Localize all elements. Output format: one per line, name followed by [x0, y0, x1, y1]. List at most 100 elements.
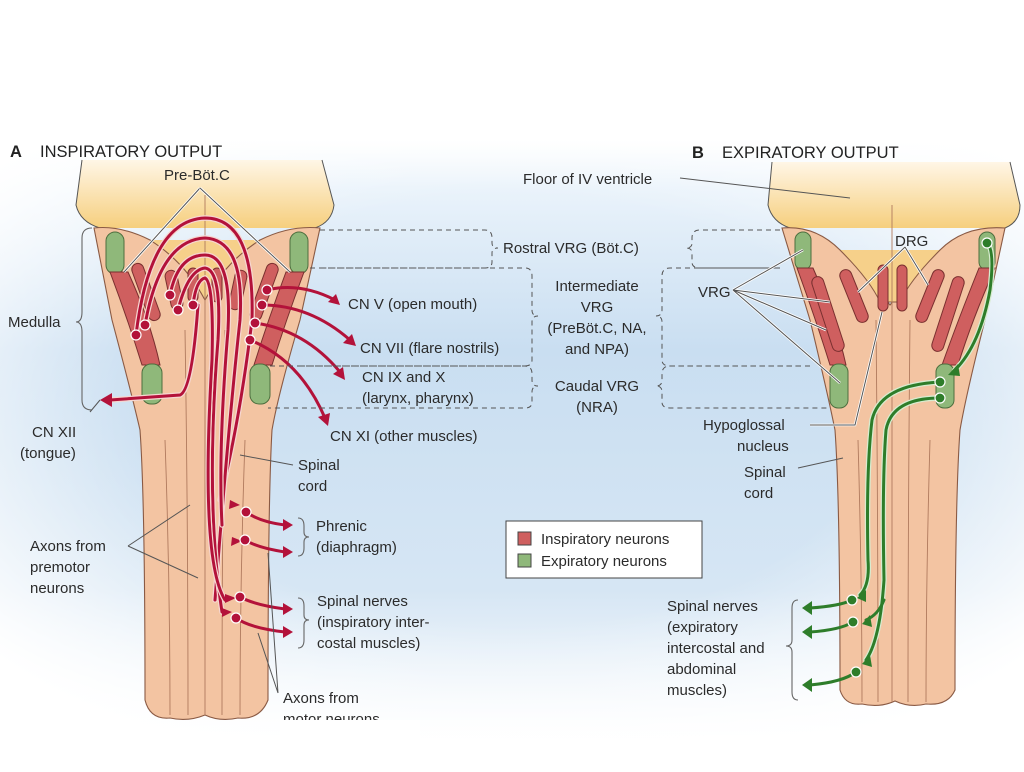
- spinal-cord-b-line1: Spinal: [744, 464, 786, 481]
- vrg-nucleus: [811, 276, 845, 352]
- intermediate-vrg-bracket-right: [655, 267, 800, 367]
- cn-ix-x-label-line2: (larynx, pharynx): [362, 390, 474, 407]
- floor-iv-leader: [679, 177, 851, 199]
- medulla-label: Medulla: [8, 314, 61, 331]
- pre-botc-label: Pre-Böt.C: [164, 167, 230, 184]
- ventricle-edge-right: [1004, 161, 1021, 229]
- drg-label: DRG: [895, 233, 928, 250]
- expiratory-neuron: [934, 376, 946, 388]
- synapse-terminal: [229, 500, 240, 509]
- spinal-cord-a-line2: cord: [298, 478, 327, 495]
- intercostal-motor-neuron: [230, 612, 242, 624]
- panel-a-title: INSPIRATORY OUTPUT: [40, 143, 222, 161]
- premotor-axon: [176, 266, 224, 614]
- ventricle-edge-right: [314, 159, 335, 229]
- premotor-neuron: [164, 289, 176, 301]
- cn-xi-terminal: [318, 413, 330, 426]
- intermediate-vrg-bracket-left: [298, 267, 539, 367]
- expiratory-column-rostral-right: [289, 231, 309, 275]
- spinal-cord-b-line2: cord: [744, 485, 773, 502]
- premotor-axon: [134, 216, 254, 502]
- spinal-nerves-brace-a: [297, 597, 310, 649]
- axons-premotor-line3: neurons: [30, 580, 84, 597]
- expiratory-column-caudal-left: [829, 363, 849, 409]
- legend-box: [505, 520, 703, 579]
- vrg-nucleus: [931, 276, 965, 352]
- rostral-vrg-label: Rostral VRG (Böt.C): [503, 240, 639, 257]
- caudal-vrg-line2: (NRA): [576, 399, 618, 416]
- cranial-nerve-axons: [244, 284, 356, 426]
- phrenic-terminal: [283, 546, 293, 558]
- axons-premotor-line1: Axons from: [30, 538, 106, 555]
- synapse-terminal: [857, 590, 866, 602]
- spinal-nerves-b-line3: intercostal and: [667, 640, 765, 657]
- phrenic-motor-neuron: [239, 534, 251, 546]
- premotor-neuron: [130, 329, 142, 341]
- spinal-motor-axons: [222, 500, 293, 638]
- phrenic-label-line2: (diaphragm): [316, 539, 397, 556]
- medulla-brace: [75, 227, 93, 411]
- cord-line: [239, 439, 246, 716]
- spinal-cord-a-line1: Spinal: [298, 457, 340, 474]
- panel-b-title: EXPIRATORY OUTPUT: [722, 144, 899, 162]
- crop-mask: [280, 720, 420, 740]
- cn-v-label: CN V (open mouth): [348, 296, 477, 313]
- intermediate-vrg-line4: and NPA): [565, 341, 629, 358]
- floor-iv-ventricle-label: Floor of IV ventricle: [523, 171, 652, 188]
- expiratory-premotor-axon: [864, 396, 942, 662]
- synapse-terminal: [862, 615, 872, 627]
- vrg-leaders: [732, 249, 841, 384]
- premotor-neuron: [139, 319, 151, 331]
- intercostal-motor-neuron: [234, 591, 246, 603]
- cn-ix-x-axon: [253, 321, 342, 374]
- premotor-neuron: [187, 299, 199, 311]
- cn-vii-neuron: [256, 299, 268, 311]
- phrenic-label-line1: Phrenic: [316, 518, 367, 535]
- synapse-terminal: [862, 655, 872, 667]
- cn-xi-axon: [248, 338, 327, 420]
- drg-nucleus: [877, 264, 889, 312]
- spinal-nerves-brace-b: [785, 599, 799, 701]
- rostral-vrg-bracket-right: [685, 229, 780, 269]
- spinal-cord-leader-b: [797, 457, 844, 469]
- cn-xi-label: CN XI (other muscles): [330, 428, 478, 445]
- synapse-terminal: [225, 594, 236, 603]
- cord-line: [875, 319, 879, 703]
- expiratory-axons: [802, 237, 995, 692]
- hypoglossal-label-line2: nucleus: [737, 438, 789, 455]
- axons-premotor-leaders: [127, 504, 199, 579]
- cn-xi-neuron: [244, 334, 256, 346]
- cn-xii-terminal: [100, 393, 112, 407]
- expiratory-column-rostral-left: [105, 231, 125, 275]
- premotor-axon: [191, 276, 227, 602]
- axons-motor-line1: Axons from: [283, 690, 359, 707]
- cn-v-neuron: [261, 284, 273, 296]
- cord-line: [857, 439, 863, 703]
- expiratory-neuron: [981, 237, 993, 249]
- hypoglossal-label-line1: Hypoglossal: [703, 417, 785, 434]
- panel-b-expiratory: B EXPIRATORY OUTPUT Floor of IV ventricl…: [523, 144, 1021, 707]
- legend-swatch-inspiratory: [517, 531, 532, 546]
- legend-label-inspiratory: Inspiratory neurons: [541, 531, 669, 548]
- drg-nucleus: [896, 264, 908, 312]
- ventricle-edge-left: [767, 161, 791, 229]
- intermediate-vrg-line1: Intermediate: [555, 278, 638, 295]
- spinal-nerves-a-line2: (inspiratory inter-: [317, 614, 430, 631]
- phrenic-brace: [297, 517, 310, 557]
- spinal-nerves-a-line1: Spinal nerves: [317, 593, 408, 610]
- spinal-nerves-b-line4: abdominal: [667, 661, 736, 678]
- spinal-nerves-b-line2: (expiratory: [667, 619, 738, 636]
- intercostal-terminal: [283, 603, 293, 615]
- panel-b-letter: B: [692, 144, 704, 162]
- cn-v-terminal: [328, 294, 340, 305]
- legend-label-expiratory: Expiratory neurons: [541, 553, 667, 570]
- synapse-terminal: [948, 364, 960, 376]
- cn-xii-label-line1: CN XII: [32, 424, 76, 441]
- caudal-vrg-bracket-right: [655, 365, 840, 409]
- inspiratory-column-left: [109, 271, 161, 366]
- vrg-divisions: Rostral VRG (Böt.C) Intermediate VRG (Pr…: [268, 229, 840, 416]
- cn-ix-x-terminal: [333, 367, 345, 380]
- motor-terminal: [802, 678, 812, 692]
